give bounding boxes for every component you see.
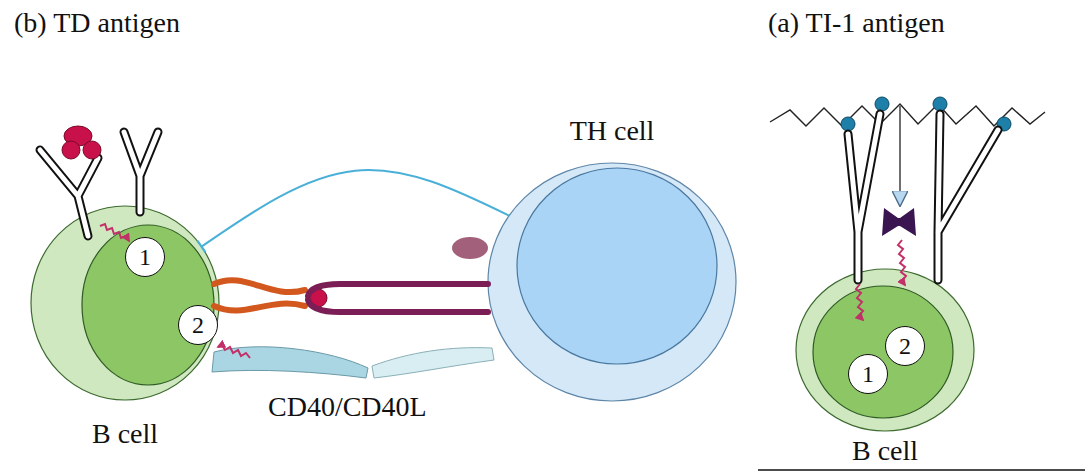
callout-number: 2 [192,313,204,337]
step-circle: 2 [885,326,925,366]
panel-title: (a) TI-1 antigen [768,8,945,39]
tcr [308,284,488,312]
cell-label: TH cell [447,116,777,147]
cell-label: B cell [755,436,1015,467]
cell-nucleus [813,286,953,418]
b-cell: B cell12 [795,268,975,432]
signal-arrow [218,345,250,358]
cd4-molecule [452,237,488,259]
signal-connector [202,170,510,247]
step-circle: 1 [848,354,888,394]
mhc-molecule [214,280,305,310]
cell-label: B cell [0,419,260,450]
step-circle: 2 [178,305,218,345]
mitogen-arrow [899,106,900,204]
mitogen-receptor [882,208,916,236]
callout-number: 2 [899,334,911,358]
antigen-epitope [841,97,1011,131]
frame-rule [758,469,1085,471]
cell-outline [30,205,220,401]
cd40l [372,348,494,378]
th-cell: TH cell [487,162,737,402]
molecule-label: CD40/CD40L [268,392,427,423]
antigen [62,126,101,159]
cell-membrane [31,206,219,400]
cell-membrane [488,163,736,401]
cell-membrane [796,269,974,431]
panel-title: (b) TD antigen [14,8,180,39]
step-circle: 1 [125,237,165,277]
b-cell: B cell12 [30,205,220,401]
cell-outline [487,162,737,402]
cell-nucleus [517,168,717,364]
callout-number: 1 [862,362,874,386]
callout-number: 1 [139,245,151,269]
antibody [848,114,998,280]
